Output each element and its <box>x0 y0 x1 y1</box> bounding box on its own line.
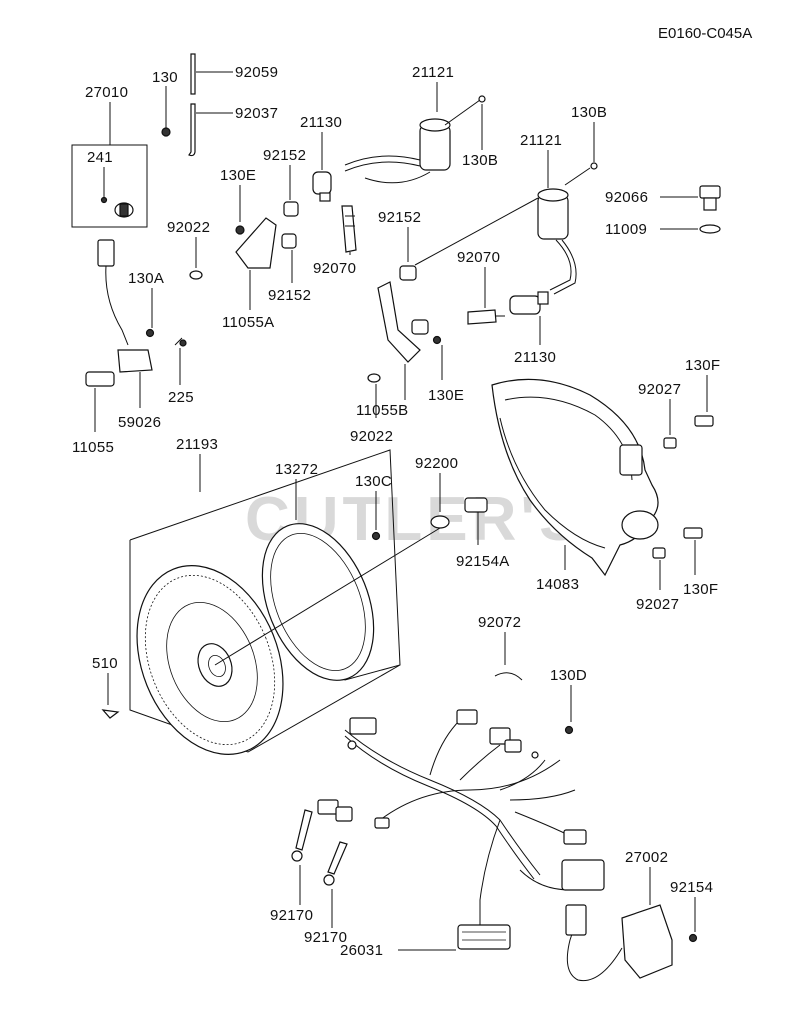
bracket-11055A <box>235 217 277 269</box>
label-130F-b: 130F <box>683 581 718 598</box>
coil-body-top <box>419 124 451 171</box>
label-510: 510 <box>92 655 118 672</box>
label-92152-c: 92152 <box>378 209 421 226</box>
bracket-11055B <box>377 281 421 363</box>
label-130E-a: 130E <box>220 167 256 184</box>
label-59026: 59026 <box>118 414 161 431</box>
label-27002: 27002 <box>625 849 668 866</box>
part-21130-cap-top: 21130 <box>300 114 342 202</box>
part-92072-clip: 92072 <box>478 614 523 681</box>
label-92072: 92072 <box>478 614 521 631</box>
label-11055: 11055 <box>72 439 114 456</box>
label-92170-a: 92170 <box>270 907 313 924</box>
rod-92037 <box>188 103 196 157</box>
part-130F-92027-upper: 130F 92027 <box>638 357 720 449</box>
spark-plug-top <box>341 205 357 253</box>
label-21130-a: 21130 <box>300 114 342 131</box>
label-130: 130 <box>152 69 178 86</box>
label-26031: 26031 <box>340 942 383 959</box>
part-21121-coil-top: 21121 130B <box>344 64 498 184</box>
label-92200: 92200 <box>415 455 458 472</box>
label-92022-b: 92022 <box>350 428 393 445</box>
part-92152-center: 92152 <box>378 209 429 335</box>
screw-241 <box>100 196 108 204</box>
label-14083: 14083 <box>536 576 579 593</box>
part-14083-shroud: 14083 <box>491 378 659 593</box>
label-92170-b: 92170 <box>304 929 347 946</box>
part-27002-regulator: 27002 92154 <box>565 849 713 982</box>
key-510 <box>101 709 120 719</box>
regulator-27002 <box>621 904 673 979</box>
label-92070-b: 92070 <box>457 249 500 266</box>
label-21130-b: 21130 <box>514 349 556 366</box>
label-92059: 92059 <box>235 64 278 81</box>
spark-plug-right <box>467 309 497 325</box>
label-92037: 92037 <box>235 105 278 122</box>
label-130C: 130C <box>355 473 392 490</box>
label-11055A: 11055A <box>222 314 274 331</box>
label-130E-b: 130E <box>428 387 464 404</box>
part-26031-harness: 26031 <box>317 709 605 959</box>
label-92066: 92066 <box>605 189 648 206</box>
rod-92059 <box>190 53 196 95</box>
part-92066-plug: 92066 11009 <box>605 185 721 238</box>
pickup-59026 <box>117 349 153 373</box>
connector-26031 <box>457 924 511 950</box>
washer-92200 <box>430 515 450 529</box>
part-92070-plug-top: 92070 <box>313 205 357 277</box>
part-92070-plug-right: 92070 <box>457 249 505 325</box>
part-92152-collars: 92152 92152 <box>263 147 311 304</box>
part-27010-group: 27010 241 <box>71 84 148 228</box>
connector-pickup <box>97 239 115 267</box>
label-130D: 130D <box>550 667 587 684</box>
label-92154A: 92154A <box>456 553 510 570</box>
label-225: 225 <box>168 389 194 406</box>
label-92070-a: 92070 <box>313 260 356 277</box>
screw-130 <box>161 127 171 137</box>
label-27010: 27010 <box>85 84 128 101</box>
label-130A: 130A <box>128 270 164 287</box>
label-21121-b: 21121 <box>520 132 562 149</box>
part-21121-coil-right: 130B 21121 <box>414 104 607 295</box>
label-11055B: 11055B <box>356 402 408 419</box>
coil-body-right <box>537 194 569 240</box>
label-130F-a: 130F <box>685 357 720 374</box>
part-11055B-bracket: 130E 11055B 92022 <box>350 281 464 445</box>
label-92152-b: 92152 <box>268 287 311 304</box>
part-11055A-bracket: 130E 92022 11055A <box>167 167 277 331</box>
label-13272: 13272 <box>275 461 318 478</box>
drawing-code: E0160-C045A <box>658 25 752 42</box>
part-11055-pickup: 130A 225 59026 11055 <box>72 239 194 456</box>
part-130D: 130D <box>550 667 587 735</box>
bolt-92154A <box>464 497 488 513</box>
part-92059-group: 130 92059 92037 <box>152 53 278 157</box>
part-21130-cap-right: 21130 <box>509 291 556 366</box>
part-92170-terminals: 92170 92170 <box>270 809 348 946</box>
label-130B-b: 130B <box>571 104 607 121</box>
label-130B-a: 130B <box>462 152 498 169</box>
part-130F-92027-lower: 130F 92027 <box>636 527 718 613</box>
label-92027-a: 92027 <box>638 381 681 398</box>
pickup-11055 <box>85 371 115 387</box>
label-21193: 21193 <box>176 436 218 453</box>
label-92154: 92154 <box>670 879 713 896</box>
label-92027-b: 92027 <box>636 596 679 613</box>
label-21121-a: 21121 <box>412 64 454 81</box>
part-21193-flywheel-assembly: 21193 13272 130C 92200 92154A 510 <box>92 436 510 755</box>
label-92022-a: 92022 <box>167 219 210 236</box>
label-11009: 11009 <box>605 221 647 238</box>
label-241: 241 <box>87 149 113 166</box>
label-92152-a: 92152 <box>263 147 306 164</box>
